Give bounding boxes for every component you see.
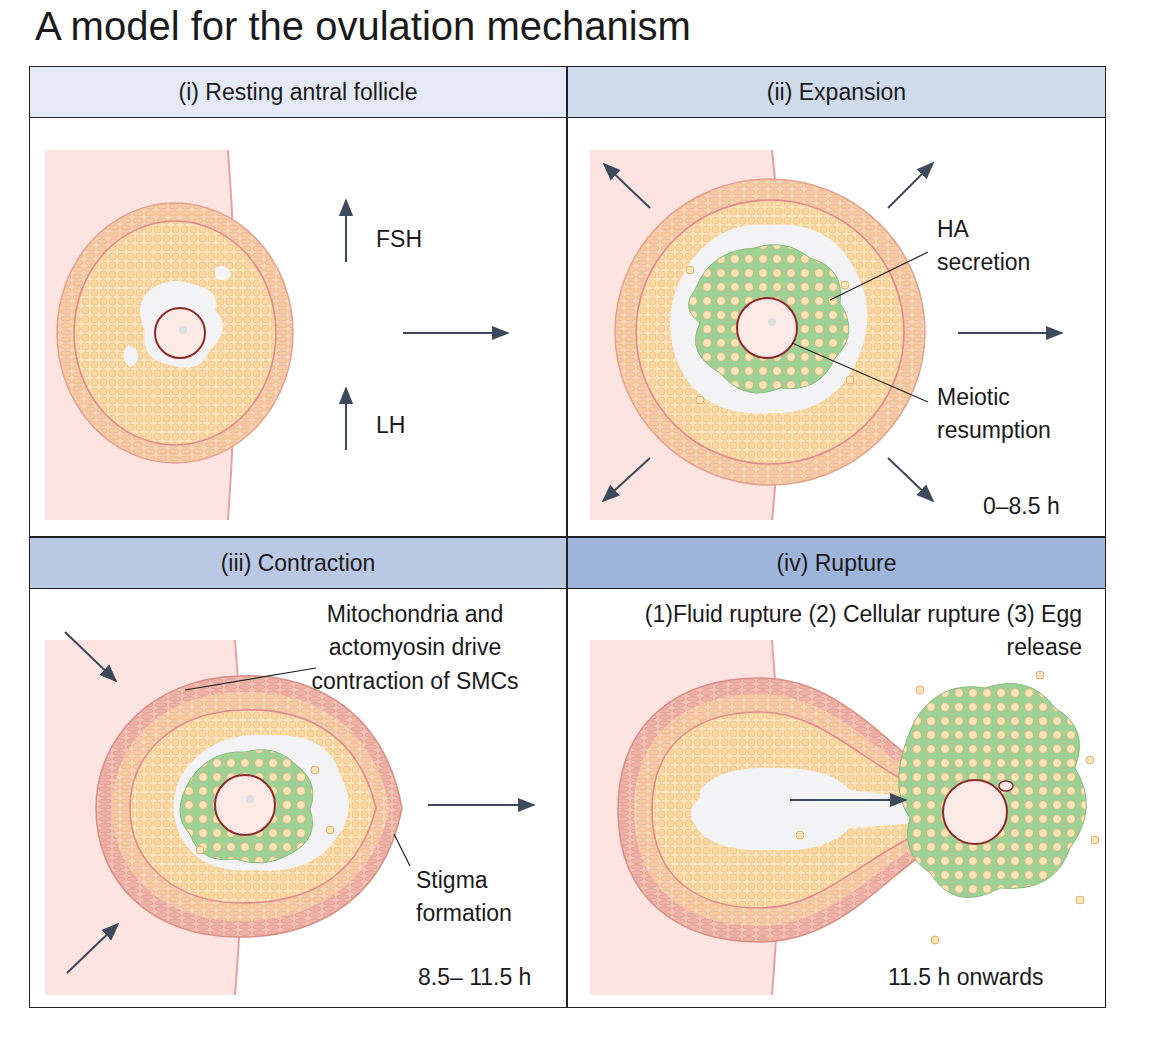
annotation-text: LH	[376, 409, 456, 442]
panel-header: (iv) Rupture	[568, 538, 1105, 589]
annotation-text: FSH	[376, 223, 456, 256]
annotation-text: (1)Fluid rupture (2) Cellular rupture (3…	[582, 598, 1082, 665]
annotation-text: HA secretion	[937, 213, 1062, 280]
annotation-text: 0–8.5 h	[983, 490, 1098, 523]
annotation-text: Meiotic resumption	[937, 381, 1082, 448]
stage-panel: (i) Resting antral follicleFSH LH	[29, 66, 567, 537]
annotation-text: 11.5 h onwards	[888, 961, 1088, 994]
stage-panel: (iii) ContractionMitochondria and actomy…	[29, 537, 567, 1008]
stage-panel: (ii) Expansion HA secretionMeiotic resump…	[567, 66, 1106, 537]
annotation-text: Mitochondria and actomyosin drive contra…	[304, 598, 526, 698]
annotation-text: Stigma formation	[416, 864, 541, 931]
panel-heading: (ii) Expansion	[767, 79, 906, 106]
panel-heading: (i) Resting antral follicle	[178, 79, 417, 106]
panel-header: (i) Resting antral follicle	[30, 67, 566, 118]
panel-heading: (iv) Rupture	[776, 550, 896, 577]
panel-heading: (iii) Contraction	[221, 550, 376, 577]
stage-panel: (iv) Rupture (1)Fluid rupture (2) Cellula…	[567, 537, 1106, 1008]
panel-header: (ii) Expansion	[568, 67, 1105, 118]
annotation-text: 8.5– 11.5 h	[418, 961, 558, 994]
panel-header: (iii) Contraction	[30, 538, 566, 589]
diagram-title: A model for the ovulation mechanism	[35, 3, 691, 49]
